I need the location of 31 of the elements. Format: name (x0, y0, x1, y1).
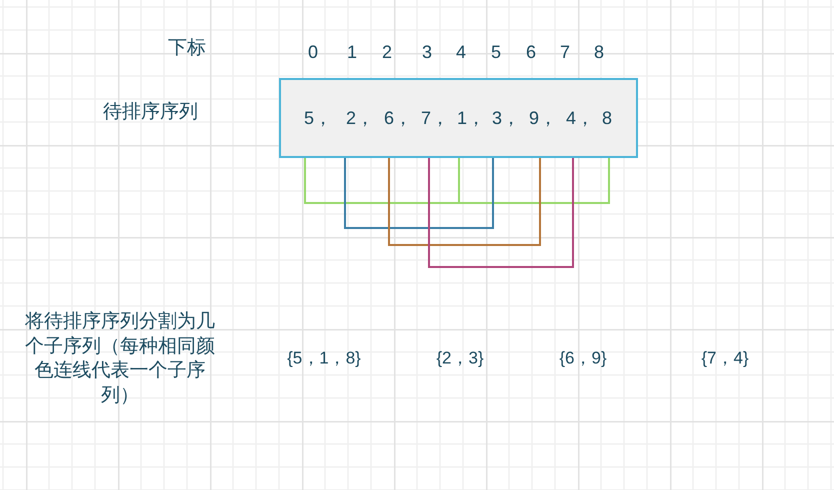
sequence-box (279, 78, 638, 158)
index-number: 6 (526, 43, 536, 61)
subsequence-text: {6，9} (559, 350, 607, 366)
index-number: 2 (382, 43, 392, 61)
row-label: 待排序序列 (103, 102, 198, 122)
index-number: 1 (347, 43, 357, 61)
connector-line (304, 157, 460, 204)
sequence-number: 2， (346, 109, 374, 127)
index-number: 3 (422, 43, 432, 61)
connector-line (428, 157, 574, 268)
connector-line (388, 157, 541, 246)
index-number: 4 (456, 43, 466, 61)
connector-line (458, 157, 610, 204)
description-text: 将待排序序列分割为几个子序列（每种相同颜色连线代表一个子序列） (24, 310, 216, 408)
index-number: 8 (594, 43, 604, 61)
index-number: 7 (560, 43, 570, 61)
row-label: 下标 (168, 38, 206, 58)
sequence-number: 8 (602, 109, 612, 127)
sequence-number: 3， (492, 109, 520, 127)
sequence-number: 7， (421, 109, 450, 127)
index-number: 5 (491, 43, 501, 61)
sequence-number: 5， (304, 109, 332, 127)
subsequence-text: {2，3} (436, 350, 484, 366)
sequence-number: 6， (384, 109, 412, 127)
index-number: 0 (308, 43, 318, 61)
subsequence-text: {7，4} (701, 350, 749, 366)
sequence-number: 4， (566, 109, 594, 127)
sequence-number: 9， (529, 109, 558, 127)
sequence-number: 1， (457, 109, 486, 127)
subsequence-text: {5，1，8} (287, 350, 361, 366)
connector-line (344, 157, 494, 229)
